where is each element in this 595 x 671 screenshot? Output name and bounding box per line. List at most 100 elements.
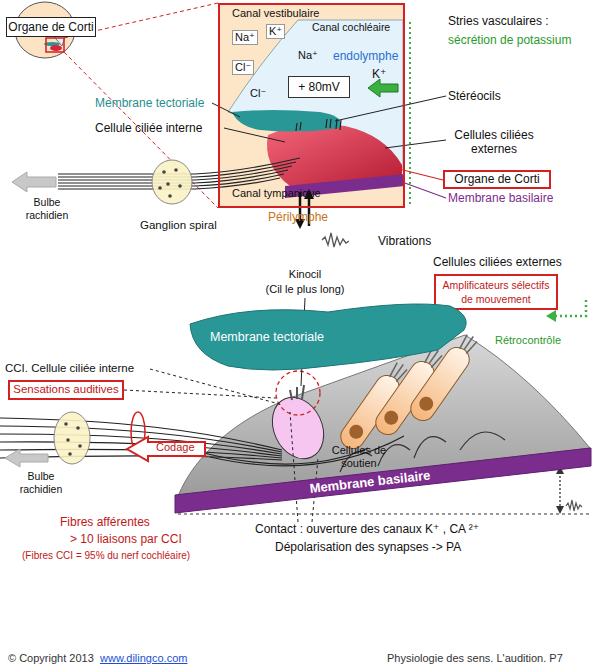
label-text: Cellules de soutien [330,444,388,470]
stereocilia [296,119,341,131]
art-circle [162,170,166,174]
organ-box: Organe de Corti [6,17,96,37]
art-circle [178,184,182,188]
stria-line [409,22,411,205]
membrane-shape: Membrane tectoriale [188,302,470,372]
art-circle [158,186,162,190]
node-text: Amplificateurs sélectifs de mouvement [438,278,554,306]
tect-outline-path [190,304,466,370]
perilymph-area [218,3,405,208]
node-text: Cl⁻ [250,87,266,100]
node-text: Canal cochléaire [312,21,390,34]
node-text: K⁺ [266,24,285,39]
label-text: Fibres afférentes [60,515,150,529]
label-text: Bulbe rachidien [16,196,78,221]
node-text: endolymphe [333,49,398,63]
node-text: Na⁺ [298,49,318,62]
zoom-frame: Canal vestibulaireNa⁺ K⁺ Cl⁻ Canal cochléai… [218,3,405,208]
node-text: Canal vestibulaire [232,7,319,20]
leader-line [402,182,446,198]
art-circle [64,422,68,426]
label-text: Dépolarisation des synapses -> PA [275,540,461,554]
label-text: Physiologie des sens. L'audition. P7 [387,652,563,665]
arrow-outline-path [127,437,205,461]
spiral-ganglion [152,160,192,204]
node-text: Membrane tectoriale [210,330,324,345]
kinocilium [290,385,304,400]
art-path [458,333,478,355]
art-rect [336,371,404,454]
output-arrow [5,449,48,467]
vibration-wave [322,233,349,247]
node-text: Cl⁻ [232,60,254,75]
label-text: Périlymphe [268,210,328,224]
coding-arrow: Codage [126,436,206,462]
node-text: + 80mV [298,80,340,94]
vibration-wave [566,500,582,511]
inner-hair-cell [263,389,334,467]
label-text: Cellule ciliée interne [95,121,202,135]
contact-zone [276,371,320,415]
node-text: Sensations auditives [13,383,118,397]
ganglion-cells [64,422,82,456]
label-text: Contact : ouverture des canaux K⁺ , CA ²… [255,522,479,536]
node-text: Organe de Corti [8,20,93,34]
function-box: Sensations auditives [8,380,124,400]
art-circle [166,182,170,186]
ganglion-cells [158,168,182,198]
node-text: Codage [156,441,195,454]
label-text: www.dilingco.com [100,652,187,665]
label-text: Cellules ciliées externes [433,255,562,269]
art-circle [346,422,365,441]
art-rect [371,357,439,440]
arrow-head [546,310,556,322]
art-circle [66,438,70,442]
art-circle [416,394,435,413]
rest-line [178,514,590,515]
label-text: Membrane tectoriale [95,96,204,110]
node-text: K⁺ [372,67,386,81]
art-circle [76,426,80,430]
label-text: Vibrations [378,234,431,248]
label-text: > 10 liaisons par CCI [70,532,182,546]
art-circle [168,194,172,198]
art-circle [381,408,400,427]
art-circle [68,452,72,456]
label-text: Cellules ciliées externes [448,128,540,157]
label-text: Rétrocontrôle [495,334,561,347]
node-text: Na⁺ [232,30,258,45]
potential-box: + 80mV [288,76,350,98]
potassium-arrow [368,79,398,97]
node-text: Canal tympanique [232,187,321,200]
label-text: sécrétion de potassium [448,33,571,47]
band-outline-path [175,448,591,513]
art-circle [174,168,178,172]
node-text: Membrane basilaire [309,467,431,496]
label-text: CCI. Cellule ciliée interne [5,362,134,376]
label-text: Stries vasculaires : [448,14,549,28]
tectorial-membrane [232,110,341,132]
node-text: Organe de Corti [454,172,539,186]
zoom-marker [46,38,64,52]
art-rect [406,343,474,426]
label-text: Ganglion spiral [140,219,217,233]
displacement-arrow [559,472,560,508]
label-text: Bulbe rachidien [10,470,72,495]
mini-organ [50,45,62,51]
arrow-head [556,506,564,514]
function-box: Amplificateurs sélectifs de mouvement [434,274,558,310]
label-text: (Fibres CCI = 95% du nerf cochléaire) [22,550,190,562]
label-text: Kinocil [265,268,345,281]
feedback-line [556,300,586,316]
label-text: © Copyright 2013 [8,652,94,665]
label-text: Membrane basilaire [448,191,553,205]
leader-line [212,96,446,148]
art-circle [78,444,82,448]
organ-box: Organe de Corti [443,170,551,189]
spiral-ganglion [54,412,90,464]
leader-line [395,168,443,180]
label-text: Stéréocils [448,89,501,103]
output-arrow [12,172,56,192]
label-text: (Cil le plus long) [255,283,355,296]
